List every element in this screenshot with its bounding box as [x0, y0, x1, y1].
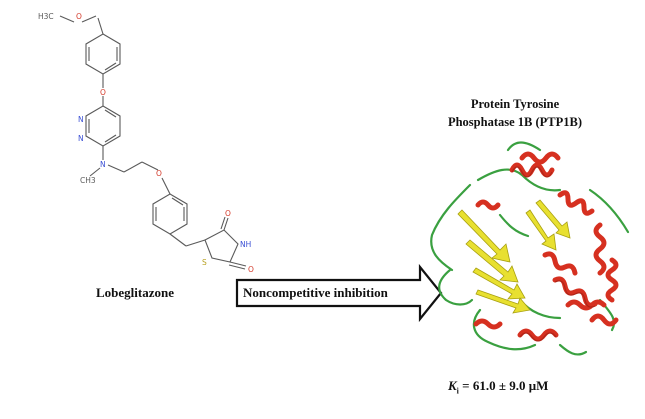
methyl-label: CH3: [80, 176, 96, 185]
drug-name-label: Lobeglitazone: [96, 285, 174, 300]
oxygen-label: O: [100, 88, 106, 97]
ki-symbol: K: [448, 378, 457, 393]
methoxy-label: H3C: [38, 12, 54, 21]
protein-title-line1: Protein Tyrosine: [470, 97, 560, 111]
oxygen-label: O: [225, 209, 231, 218]
ki-value: = 61.0 ± 9.0 μM: [462, 378, 549, 393]
nh-label: NH: [240, 240, 251, 249]
nitrogen-label: N: [100, 160, 106, 169]
ki-subscript: i: [456, 386, 459, 396]
protein-title: Protein Tyrosine Phosphatase 1B (PTP1B): [440, 95, 590, 131]
ki-value-label: Ki = 61.0 ± 9.0 μM: [448, 378, 548, 396]
oxygen-label: O: [76, 12, 82, 21]
arrow-label: Noncompetitive inhibition: [243, 285, 388, 300]
nitrogen-label: N: [78, 134, 84, 143]
inhibition-arrow: [235, 263, 443, 323]
ptp1b-ribbon: [430, 141, 630, 356]
oxygen-label: O: [248, 265, 254, 274]
oxygen-label: O: [156, 169, 162, 178]
sulfur-label: S: [202, 258, 207, 267]
nitrogen-label: N: [78, 115, 84, 124]
lobeglitazone-structure: [59, 15, 247, 270]
protein-title-line2: Phosphatase 1B (PTP1B): [447, 115, 583, 129]
atom-labels: H3C O O N N N CH3 O O NH S O: [38, 12, 254, 274]
